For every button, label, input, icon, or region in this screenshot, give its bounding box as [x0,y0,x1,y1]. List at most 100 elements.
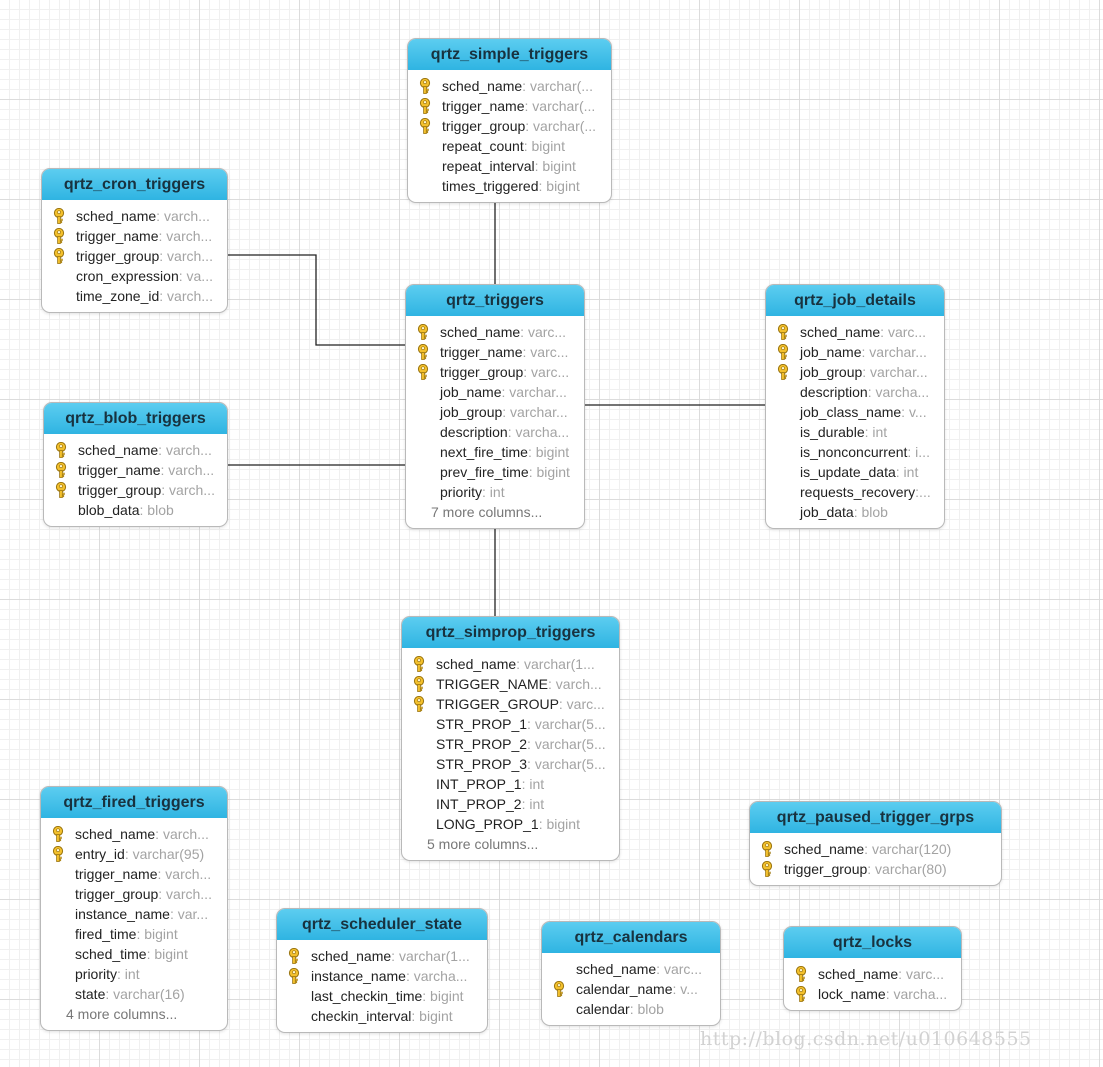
table-title[interactable]: qrtz_cron_triggers [42,169,227,200]
column-row[interactable]: trigger_name: varch... [42,226,227,246]
column-row[interactable]: STR_PROP_3: varchar(5... [402,754,619,774]
table-title[interactable]: qrtz_paused_trigger_grps [750,802,1001,833]
column-row[interactable]: calendar: blob [542,999,720,1019]
column-row[interactable]: prev_fire_time: bigint [406,462,584,482]
column-row[interactable]: is_update_data: int [766,462,944,482]
column-row[interactable]: description: varcha... [406,422,584,442]
column-row[interactable]: job_group: varchar... [766,362,944,382]
column-name: STR_PROP_1 [436,716,528,732]
table-title[interactable]: qrtz_calendars [542,922,720,953]
column-row[interactable]: fired_time: bigint [41,924,227,944]
column-row[interactable]: STR_PROP_1: varchar(5... [402,714,619,734]
column-row[interactable]: blob_data: blob [44,500,227,520]
column-row[interactable]: repeat_count: bigint [408,136,611,156]
column-type: : varch... [155,826,209,842]
column-row[interactable]: job_class_name: v... [766,402,944,422]
table-title[interactable]: qrtz_simple_triggers [408,39,611,70]
column-row[interactable]: state: varchar(16) [41,984,227,1004]
column-row[interactable]: is_nonconcurrent: i... [766,442,944,462]
table-qrtz-simprop-triggers[interactable]: qrtz_simprop_triggers sched_name: varchar… [401,616,620,861]
column-row[interactable]: INT_PROP_2: int [402,794,619,814]
column-row[interactable]: is_durable: int [766,422,944,442]
table-title[interactable]: qrtz_blob_triggers [44,403,227,434]
column-row[interactable]: trigger_name: varc... [406,342,584,362]
column-row[interactable]: sched_name: varc... [542,959,720,979]
column-row[interactable]: next_fire_time: bigint [406,442,584,462]
column-row[interactable]: trigger_group: varch... [41,884,227,904]
column-row[interactable]: checkin_interval: bigint [277,1006,487,1026]
column-row[interactable]: sched_time: bigint [41,944,227,964]
column-row[interactable]: time_zone_id: varch... [42,286,227,306]
table-qrtz-fired-triggers[interactable]: qrtz_fired_triggers sched_name: varch...e… [40,786,228,1031]
column-row[interactable]: entry_id: varchar(95) [41,844,227,864]
column-type: : varc... [522,344,569,360]
table-title[interactable]: qrtz_scheduler_state [277,909,487,940]
more-columns-link[interactable]: 5 more columns... [427,836,539,852]
more-columns-link[interactable]: 4 more columns... [66,1006,178,1022]
column-row[interactable]: trigger_group: varch... [44,480,227,500]
column-type: : varc... [880,324,927,340]
column-row[interactable]: repeat_interval: bigint [408,156,611,176]
column-row[interactable]: job_name: varchar... [406,382,584,402]
column-row[interactable]: sched_name: varchar(120) [750,839,1001,859]
column-row[interactable]: sched_name: varchar(... [408,76,611,96]
column-type: : varch... [159,248,213,264]
table-qrtz-job-details[interactable]: qrtz_job_details sched_name: varc...job_n… [765,284,945,529]
column-row[interactable]: INT_PROP_1: int [402,774,619,794]
column-row[interactable]: cron_expression: va... [42,266,227,286]
column-name: checkin_interval [311,1008,412,1024]
column-row[interactable]: instance_name: var... [41,904,227,924]
column-row[interactable]: job_data: blob [766,502,944,522]
column-row[interactable]: trigger_group: varchar(80) [750,859,1001,879]
column-row[interactable]: instance_name: varcha... [277,966,487,986]
column-row[interactable]: lock_name: varcha... [784,984,961,1004]
table-title[interactable]: qrtz_locks [784,927,961,958]
primary-key-icon [552,980,566,997]
column-row[interactable]: calendar_name: v... [542,979,720,999]
column-row[interactable]: sched_name: varch... [41,824,227,844]
column-row[interactable]: sched_name: varchar(1... [277,946,487,966]
column-type: : varcha... [885,986,948,1002]
column-row[interactable]: sched_name: varch... [42,206,227,226]
column-row[interactable]: priority: int [41,964,227,984]
column-row[interactable]: requests_recovery:... [766,482,944,502]
column-row[interactable]: sched_name: varch... [44,440,227,460]
column-row[interactable]: STR_PROP_2: varchar(5... [402,734,619,754]
column-row[interactable]: trigger_name: varch... [44,460,227,480]
column-row[interactable]: trigger_group: varch... [42,246,227,266]
column-row[interactable]: sched_name: varc... [784,964,961,984]
column-row[interactable]: job_group: varchar... [406,402,584,422]
column-row[interactable]: last_checkin_time: bigint [277,986,487,1006]
column-row[interactable]: trigger_group: varc... [406,362,584,382]
column-row[interactable]: trigger_group: varchar(... [408,116,611,136]
column-type: : blob [139,502,174,518]
column-row[interactable]: TRIGGER_NAME: varch... [402,674,619,694]
column-row[interactable]: description: varcha... [766,382,944,402]
column-row[interactable]: priority: int [406,482,584,502]
column-name: lock_name [818,986,886,1002]
column-row[interactable]: job_name: varchar... [766,342,944,362]
table-title[interactable]: qrtz_triggers [406,285,584,316]
column-row[interactable]: TRIGGER_GROUP: varc... [402,694,619,714]
more-columns-link[interactable]: 7 more columns... [431,504,543,520]
table-title[interactable]: qrtz_job_details [766,285,944,316]
table-title[interactable]: qrtz_fired_triggers [41,787,227,818]
column-row[interactable]: sched_name: varc... [406,322,584,342]
column-type: : v... [672,981,698,997]
column-row[interactable]: trigger_name: varchar(... [408,96,611,116]
table-title[interactable]: qrtz_simprop_triggers [402,617,619,648]
column-row[interactable]: LONG_PROP_1: bigint [402,814,619,834]
table-qrtz-scheduler-state[interactable]: qrtz_scheduler_state sched_name: varchar(… [276,908,488,1033]
table-qrtz-paused-trigger-grps[interactable]: qrtz_paused_trigger_grps sched_name: varc… [749,801,1002,886]
column-row[interactable]: sched_name: varchar(1... [402,654,619,674]
column-list: sched_name: varchar(...trigger_name: var… [408,70,611,202]
column-row[interactable]: times_triggered: bigint [408,176,611,196]
column-row[interactable]: trigger_name: varch... [41,864,227,884]
column-row[interactable]: sched_name: varc... [766,322,944,342]
